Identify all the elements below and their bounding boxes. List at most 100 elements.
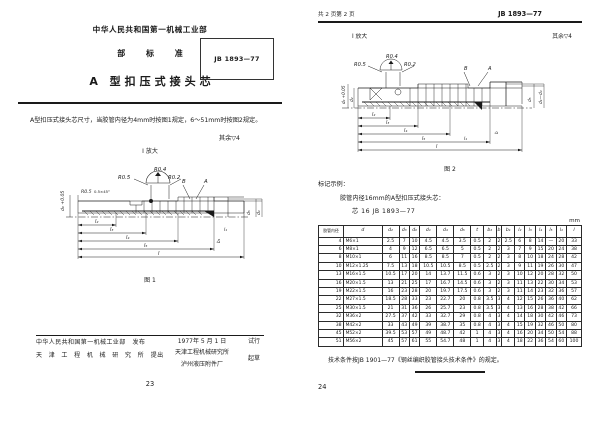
table-cell: 4 [501, 329, 516, 339]
label-d1: d₁ [256, 211, 262, 216]
table-cell: 39.5 [381, 329, 400, 339]
table-cell: 8 [524, 236, 536, 247]
table-cell: 4 [482, 329, 497, 339]
table-cell: 37 [398, 312, 410, 322]
table-cell: 53 [398, 329, 410, 339]
label-detail-b: B [182, 179, 186, 185]
table-cell: 16 [408, 253, 421, 263]
table-cell: 25.7 [436, 303, 455, 314]
table-header-cell: b₂ [482, 224, 497, 238]
table-cell: 4 [501, 337, 516, 347]
footer-proposer-tag: 提出 [150, 352, 164, 360]
label-l4: l₄ [126, 235, 129, 241]
specification-table: 胶管内径 d d₂ d₃ d₀ d₁ d₄ d₅ t b₂ b b₁ l₂ l₃… [317, 224, 582, 347]
footer-date-tag: 试行 [248, 337, 261, 345]
table-cell: 23 [419, 295, 438, 305]
table-cell: 2 [495, 270, 503, 280]
marking-example-line-1: 胶管内径16mm的A型扣压式接头芯： [340, 194, 445, 202]
table-cell: 32 [317, 312, 345, 322]
label-r02: R0.2 [168, 175, 181, 181]
table-cell: 1 [470, 337, 484, 347]
label-d2-fig2: d₂ [349, 97, 355, 102]
table-cell: 35 [453, 320, 472, 331]
table-cell: 23 [453, 303, 472, 314]
table-cell: 20 [453, 295, 472, 305]
table-cell: M56×2 [343, 337, 383, 347]
table-header-cell: d₂ [381, 224, 400, 238]
table-cell: 40 [555, 295, 568, 305]
table-cell: 16 [514, 329, 526, 339]
table-cell: 46 [555, 312, 568, 322]
label-r05-fig2: R0.5 [354, 62, 367, 68]
table-cell: 17.5 [453, 287, 472, 297]
table-cell: 4 [501, 312, 516, 322]
table-cell: 24 [555, 244, 568, 255]
table-cell: 22 [524, 337, 536, 347]
table-cell: 8.5 [419, 253, 438, 263]
table-cell: 46 [545, 320, 557, 331]
table-cell: 49 [419, 329, 438, 339]
table-cell: 16 [524, 303, 536, 314]
table-cell: 32 [555, 270, 568, 280]
table-cell: M52×2 [343, 329, 383, 339]
table-cell: 100 [566, 337, 582, 347]
table-cell: 28 [398, 295, 410, 305]
table-cell: 20 [534, 270, 547, 280]
table-cell: 1 [470, 329, 484, 339]
table-cell: 28 [555, 253, 568, 263]
table-cell: 2 [495, 261, 503, 272]
table-cell: 17 [419, 278, 438, 289]
table-cell: 7 [514, 244, 526, 255]
table-cell: 24 [545, 253, 557, 263]
footer-date: 1977年 5 月 1 日 [177, 337, 227, 345]
table-header-cell: l₃ [524, 224, 536, 238]
table-cell: 18 [514, 337, 526, 347]
table-cell: 18.5 [381, 295, 400, 305]
table-cell: 38 [317, 320, 345, 331]
table-cell: M22×1.5 [343, 287, 383, 297]
table-cell: 3 [501, 261, 516, 272]
table-cell: 3 [495, 312, 503, 322]
table-cell: 4 [317, 236, 345, 247]
standard-number: JB 1893—77 [214, 55, 260, 63]
label-l2-fig2: l₂ [372, 112, 375, 118]
label-r04: R0.4 [154, 167, 167, 173]
table-cell: 3.5 [482, 303, 497, 314]
table-cell: 14 [534, 236, 547, 247]
label-d1-fig2: d₁—d₄ [538, 90, 544, 104]
table-cell: 23 [534, 287, 547, 297]
table-header-cell: l₅ [545, 224, 557, 238]
ministry-name: 中华人民共和国第一机械工业部 [92, 25, 208, 34]
table-cell: 4 [501, 295, 516, 305]
table-cell: 7.5 [381, 261, 400, 272]
table-cell: 3 [482, 278, 497, 289]
table-cell: 38 [545, 303, 557, 314]
table-cell: M6×1 [343, 236, 383, 247]
table-cell: 16 [381, 287, 400, 297]
table-cell: 57 [408, 329, 421, 339]
table-cell: 54.7 [436, 337, 455, 347]
table-cell: 9 [514, 261, 526, 272]
table-cell: 54 [555, 329, 568, 339]
table-cell: 57 [566, 287, 582, 297]
table-cell: 0.5 [470, 236, 484, 247]
table-cell: 2 [495, 236, 503, 247]
table-cell: 9 [398, 244, 410, 255]
table-unit-label: mm [569, 217, 580, 224]
label-b-fig2: b [494, 131, 499, 134]
table-cell: 27.5 [381, 312, 400, 322]
table-cell: 33 [419, 312, 438, 322]
footer-short-rule [415, 370, 485, 373]
table-cell: 25 [317, 303, 345, 314]
header-divider [18, 102, 282, 104]
table-cell: 32.7 [436, 312, 455, 322]
table-cell: M36×2 [343, 312, 383, 322]
footer-drafter-2: 泸州液压附件厂 [180, 360, 223, 368]
table-header-cell: d₀ [408, 224, 421, 238]
table-cell: 3 [482, 287, 497, 297]
table-cell: 50 [566, 270, 582, 280]
